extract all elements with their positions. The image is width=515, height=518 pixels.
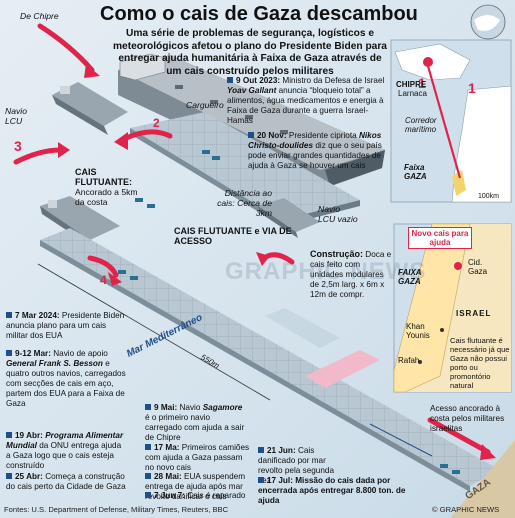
event-9-mai: 9 Mai: Navio Sagamore é o primeiro navio… xyxy=(145,403,245,442)
label-navio-lcu-vazio: Navio LCU vazio xyxy=(318,204,358,224)
event-25-abr: 25 Abr: Começa a construção do cais pert… xyxy=(6,472,126,491)
arrow-heads xyxy=(58,64,496,460)
label-construcao: Construção: Doca e cais feito com unidad… xyxy=(310,249,392,300)
label-acesso: Acesso ancorado à costa pelos militares … xyxy=(430,404,505,433)
truck-shapes xyxy=(118,150,460,474)
label-cais-flutuante: CAIS FLUTUANTE: Ancorado a 5km da costa xyxy=(75,167,147,207)
map2-cid-gaza: Cid. Gaza xyxy=(468,258,488,276)
construcao-title: Construção: xyxy=(310,249,364,259)
event-17-jul: 17 Jul: Missão do cais dada por encerrad… xyxy=(258,476,406,505)
marker-2: 2 xyxy=(153,116,160,130)
map2-faixa-gaza: FAIXA GAZA xyxy=(398,268,422,286)
marker-4: 4 xyxy=(100,273,107,287)
map1-larnaca: Larnaca xyxy=(398,89,427,98)
map2-callout: Novo cais para ajuda xyxy=(408,227,472,249)
map1-num: 1 xyxy=(468,80,476,96)
map1-faixa-gaza: Faixa GAZA xyxy=(404,163,427,181)
marker-1: 1 xyxy=(418,75,426,91)
event-19-abr: 19 Abr: Programa Alimentar Mundial da ON… xyxy=(6,431,124,470)
marker-3: 3 xyxy=(14,138,22,154)
map1-scale: 100km xyxy=(478,193,500,200)
watermark: GRAPHIC NEWS xyxy=(225,258,427,285)
label-de-chipre: De Chipre xyxy=(20,11,59,21)
event-17-ma: 17 Ma: Primeiros camiões com ajuda a Gaz… xyxy=(145,443,250,472)
construcao-desc: Doca e cais feito com unidades modulares… xyxy=(310,250,392,299)
event-9-12-mar: 9-12 Mar: Navio de apoio General Frank S… xyxy=(6,349,126,408)
cais-flutuante-title: CAIS FLUTUANTE: xyxy=(75,167,132,187)
event-21-jun: 21 Jun: Cais danificado por mar revolto … xyxy=(258,446,335,485)
cargo-ship-shape xyxy=(118,53,385,190)
event-28-mai: 28 Mai: EUA suspendem entrega de ajuda a… xyxy=(145,472,246,501)
coast-shape xyxy=(450,440,515,518)
map2-note: Cais flutuante é necessário já que Gaza … xyxy=(450,336,510,390)
copyright: © GRAPHIC NEWS xyxy=(432,505,500,514)
map2-rafah: Rafah xyxy=(398,356,420,365)
intro-text: Uma série de problemas de segurança, log… xyxy=(113,28,387,77)
map1-chipre: CHIPRE xyxy=(396,80,427,89)
event-7-mar: 7 Mar 2024: Presidente Biden anuncia pla… xyxy=(6,311,125,340)
map-cyprus-panel xyxy=(390,39,512,203)
sources: Fontes: U.S. Department of Defense, Mili… xyxy=(4,505,229,514)
map2-israel: ISRAEL xyxy=(456,309,492,318)
event-9-out: 9 Out 2023: Ministro da Defesa de Israel… xyxy=(227,76,385,125)
globe-shape xyxy=(470,4,506,40)
label-navio-lcu: Navio LCU xyxy=(5,106,27,126)
distance-line xyxy=(37,263,271,401)
label-cais-via: CAIS FLUTUANTE e VIA DE ACESSO xyxy=(174,226,292,246)
causeway-shape xyxy=(40,228,500,492)
label-distancia: Distância ao cais: Cerca de 3km xyxy=(217,188,272,218)
map2-khan-younis: Khan Younis xyxy=(406,322,430,340)
event-7-jun: 7 Jun 7: Cais é reparado xyxy=(145,491,251,501)
page-title: Como o cais de Gaza descambou xyxy=(100,3,418,25)
cais-flutuante-desc: Ancorado a 5km da costa xyxy=(75,187,138,207)
lcu-ship-top-shape xyxy=(52,82,128,135)
map1-corredor: Corredor marítimo xyxy=(405,116,437,134)
label-cargueiro: Cargueiro xyxy=(186,100,224,110)
map-gaza-panel xyxy=(393,223,512,393)
event-20-nov: 20 Nov: Presidente cipriota Nikos Christ… xyxy=(248,131,382,170)
lcu-empty-shape xyxy=(258,198,320,238)
